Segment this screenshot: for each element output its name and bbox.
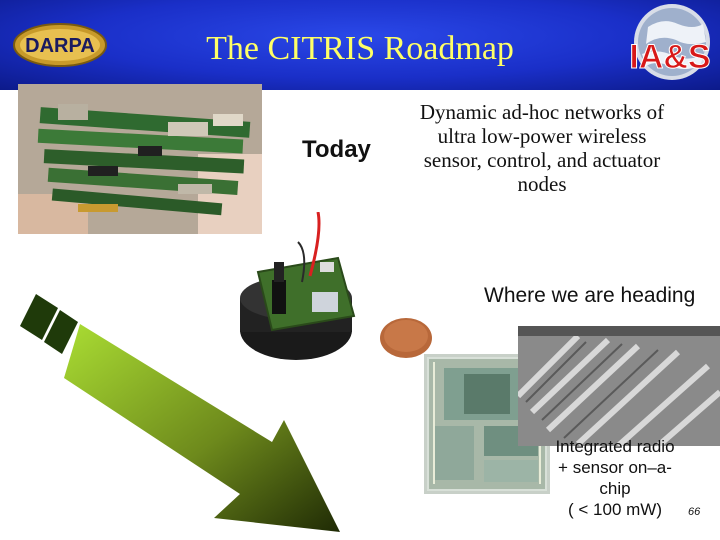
- darpa-logo: DARPA: [13, 23, 107, 67]
- chip-caption-line: ( < 100 mW): [568, 500, 662, 519]
- darpa-logo-text: DARPA: [25, 35, 95, 57]
- progress-arrow: [20, 294, 340, 532]
- network-description: Dynamic ad-hoc networks of ultra low-pow…: [404, 100, 680, 196]
- description-line: nodes: [517, 172, 567, 196]
- chip-caption: Integrated radio + sensor on–a- chip ( <…: [536, 436, 694, 520]
- page-number: 66: [688, 506, 701, 518]
- chip-caption-line: + sensor on–a-: [558, 458, 672, 477]
- description-line: Dynamic ad-hoc networks of: [419, 100, 665, 124]
- arrow-tail-segment-1: [20, 294, 58, 340]
- chip-caption-line: chip: [599, 479, 631, 498]
- description-line: ultra low-power wireless: [437, 124, 647, 148]
- arrow-tail-segment-2: [44, 310, 78, 354]
- heading-label: Where we are heading: [484, 284, 696, 307]
- header-bar: [0, 0, 720, 90]
- sem-micrograph-image: [518, 326, 720, 446]
- sensor-node-photo: [240, 212, 432, 360]
- description-line: sensor, control, and actuator: [423, 148, 661, 172]
- arrow-body: [64, 324, 340, 532]
- chip-caption-line: Integrated radio: [555, 437, 675, 456]
- ias-logo: IA&S: [629, 4, 711, 80]
- circuit-stack-photo: [18, 84, 262, 234]
- ias-logo-text: IA&S: [629, 38, 710, 76]
- today-label: Today: [302, 136, 371, 163]
- page-title: The CITRIS Roadmap: [206, 30, 514, 67]
